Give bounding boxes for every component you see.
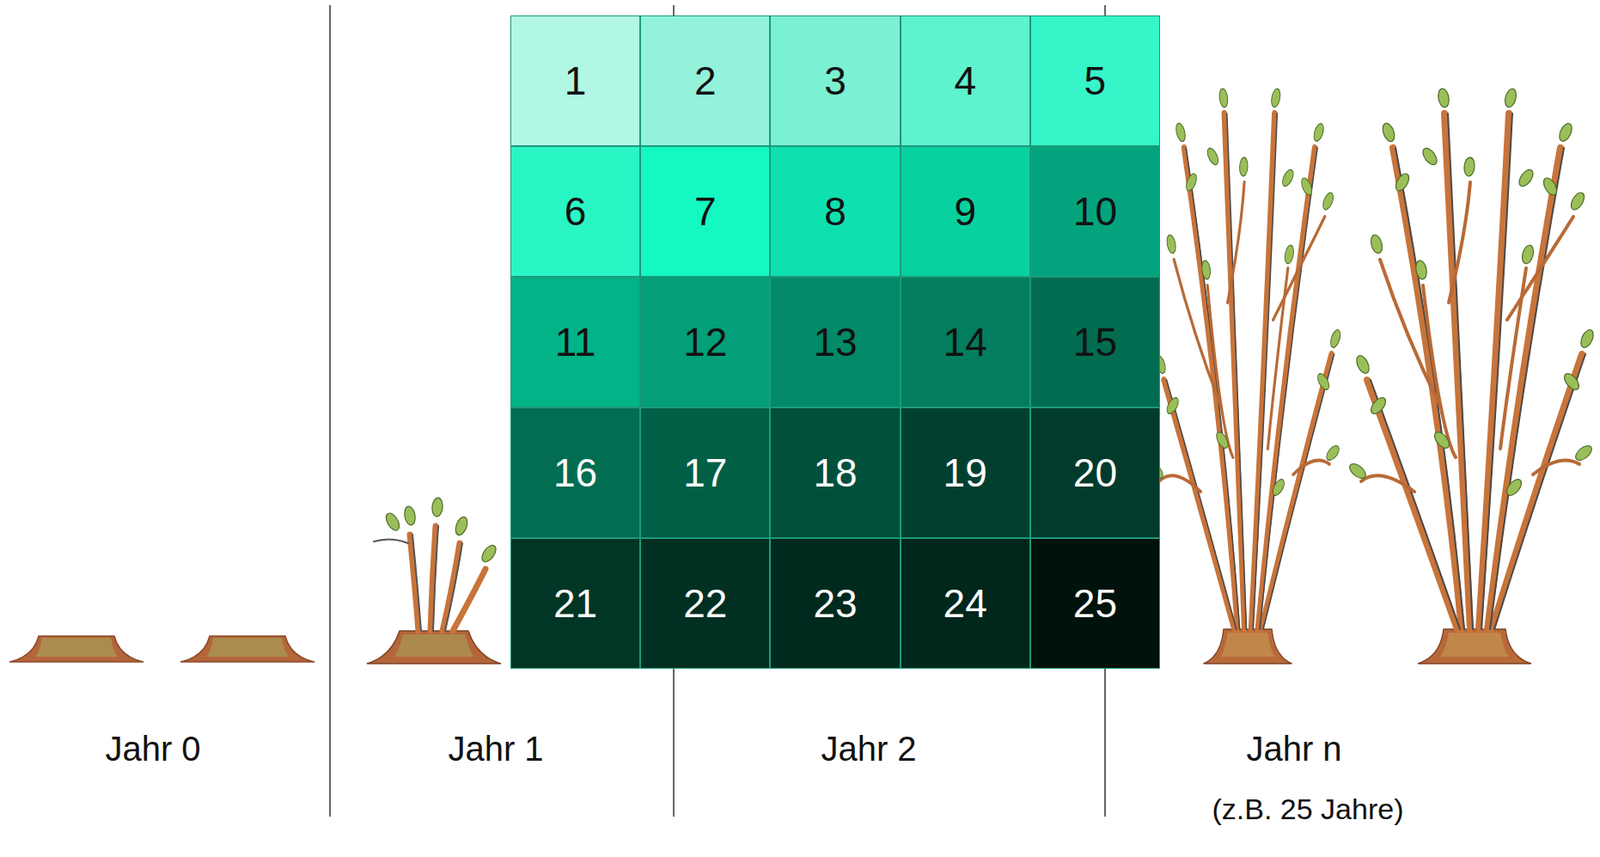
sprouting-stump bbox=[366, 497, 501, 664]
grid-cell: 9 bbox=[900, 146, 1031, 277]
grid-cell: 23 bbox=[769, 537, 900, 669]
cell-number: 14 bbox=[943, 320, 988, 365]
cell-number: 2 bbox=[694, 59, 717, 104]
cell-number: 6 bbox=[564, 189, 587, 234]
year-label: Jahr n bbox=[1245, 728, 1342, 769]
grid-cell: 22 bbox=[640, 537, 770, 669]
grid-cell: 2 bbox=[640, 15, 770, 147]
cell-number: 20 bbox=[1073, 451, 1118, 495]
grid-cell: 1 bbox=[510, 15, 641, 147]
cell-number: 16 bbox=[553, 451, 598, 495]
cell-number: 18 bbox=[812, 451, 857, 495]
grid-cell: 14 bbox=[900, 276, 1031, 408]
cell-number: 7 bbox=[694, 189, 717, 234]
year-label: Jahr 0 bbox=[104, 728, 201, 769]
cell-number: 3 bbox=[824, 59, 847, 104]
cell-number: 5 bbox=[1084, 59, 1107, 104]
grid-cell: 17 bbox=[640, 407, 770, 538]
cell-number: 9 bbox=[953, 189, 977, 234]
year-label: Jahr 2 bbox=[820, 728, 917, 769]
grid-cell: 13 bbox=[769, 276, 900, 408]
separator-line bbox=[329, 5, 1106, 817]
cell-number: 21 bbox=[553, 581, 598, 626]
grid-cell: 12 bbox=[640, 276, 770, 408]
grid-cell: 15 bbox=[1030, 276, 1161, 408]
cell-number: 24 bbox=[943, 581, 988, 626]
cell-number: 25 bbox=[1073, 581, 1118, 626]
grid-cell: 11 bbox=[510, 276, 641, 408]
cell-number: 23 bbox=[812, 581, 857, 626]
coppice-tree bbox=[1148, 87, 1343, 664]
grid-cell: 4 bbox=[900, 15, 1031, 147]
grid-cell: 25 bbox=[1030, 537, 1161, 669]
cell-number: 22 bbox=[683, 581, 727, 626]
cell-number: 19 bbox=[943, 451, 988, 495]
cell-number: 12 bbox=[683, 320, 727, 365]
grid-cell: 5 bbox=[1030, 15, 1161, 147]
grid-cell: 10 bbox=[1030, 146, 1161, 277]
grid-cell: 19 bbox=[900, 407, 1031, 538]
cell-number: 17 bbox=[683, 451, 727, 495]
grid-cell: 16 bbox=[510, 407, 641, 538]
cell-number: 10 bbox=[1073, 189, 1118, 234]
grid-cell: 18 bbox=[769, 407, 900, 538]
grid-cell: 24 bbox=[900, 537, 1031, 669]
grid-cell: 7 bbox=[640, 146, 770, 277]
stump bbox=[9, 635, 144, 662]
stump bbox=[180, 635, 315, 662]
cell-number: 15 bbox=[1073, 320, 1118, 365]
cell-number: 1 bbox=[564, 59, 587, 104]
grid-cell: 3 bbox=[769, 15, 900, 147]
cell-number: 11 bbox=[555, 320, 597, 365]
cell-number: 13 bbox=[812, 320, 857, 365]
grid-cell: 21 bbox=[510, 537, 641, 669]
coppice-tree bbox=[1347, 87, 1596, 664]
grid-cell: 8 bbox=[769, 146, 900, 277]
grid-cell: 6 bbox=[510, 146, 641, 277]
year-label: Jahr 1 bbox=[447, 728, 544, 769]
cell-number: 8 bbox=[824, 189, 847, 234]
cell-number: 4 bbox=[953, 59, 977, 104]
grid-cell: 20 bbox=[1030, 407, 1161, 538]
caption-note: (z.B. 25 Jahre) bbox=[1212, 792, 1405, 826]
